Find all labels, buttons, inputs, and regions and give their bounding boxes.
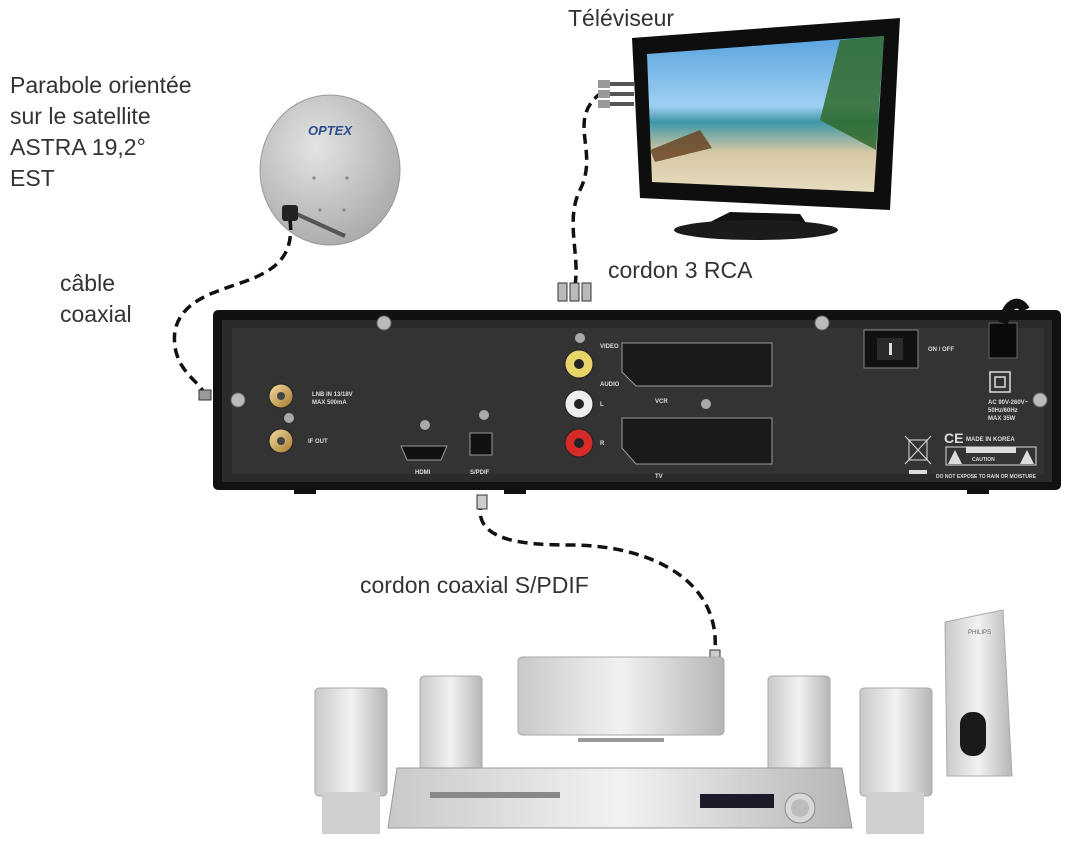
coax-label-line1: câble [60, 270, 115, 296]
weee-bin-icon [904, 435, 932, 474]
subwoofer: PHILIPS [944, 609, 1013, 777]
audio-label: AUDIO [600, 382, 620, 388]
caution-text: CAUTION [972, 457, 995, 463]
vcr-label: VCR [655, 399, 668, 405]
warning-text: DO NOT EXPOSE TO RAIN OR MOISTURE [936, 474, 1037, 480]
television [632, 18, 900, 240]
tv-label: Téléviseur [568, 5, 675, 31]
dish-label-line1: Parabole orientée [10, 72, 192, 98]
hdmi-label: HDMI [415, 470, 431, 476]
dish-label-line2: sur le satellite [10, 103, 151, 129]
video-label: VIDEO [600, 344, 619, 350]
lnb-in-label: LNB IN 13/18V [312, 392, 353, 398]
receiver-rear-panel: LNB IN 13/18V MAX 500mA IF OUT HDMI S/PD… [213, 298, 1061, 494]
caution-label [945, 446, 1037, 466]
ac-label-2: 50Hz/60Hz [988, 408, 1018, 414]
spdif-label: cordon coaxial S/PDIF [360, 572, 589, 598]
rca-plug-top [598, 80, 634, 108]
satellite-dish: OPTEX [259, 94, 401, 246]
dish-brand: OPTEX [308, 123, 353, 138]
onoff-label: ON / OFF [928, 347, 954, 353]
dish-label-line4: EST [10, 165, 55, 191]
speaker-far-right [859, 687, 933, 834]
spdif-port-label: S/PDIF [470, 470, 490, 476]
speaker-far-left [314, 687, 388, 834]
lnb-ma-label: MAX 500mA [312, 400, 347, 406]
tv-scart-label: TV [655, 474, 663, 480]
dish-label-line3: ASTRA 19,2° [10, 134, 146, 160]
speaker-right [767, 675, 831, 773]
if-out-label: IF OUT [308, 439, 328, 445]
dvd-player [387, 767, 853, 829]
speaker-left [419, 675, 483, 773]
coax-label-line2: coaxial [60, 301, 132, 327]
rca-plug-bottom [557, 282, 592, 302]
ac-label-3: MAX 35W [988, 416, 1016, 422]
coax-cable-dish [172, 219, 293, 401]
ac-label-1: AC 90V-260V~ [988, 400, 1029, 406]
made-in-label: MADE IN KOREA [966, 437, 1015, 443]
hifi-brand: PHILIPS [968, 630, 991, 636]
audio-l-label: L [600, 402, 604, 408]
ce-mark: CE [944, 430, 963, 446]
rca-label: cordon 3 RCA [608, 257, 753, 283]
home-cinema-system: PHILIPS [314, 609, 1013, 834]
audio-r-label: R [600, 441, 605, 447]
rca-cable [557, 80, 634, 302]
speaker-center [517, 656, 725, 742]
